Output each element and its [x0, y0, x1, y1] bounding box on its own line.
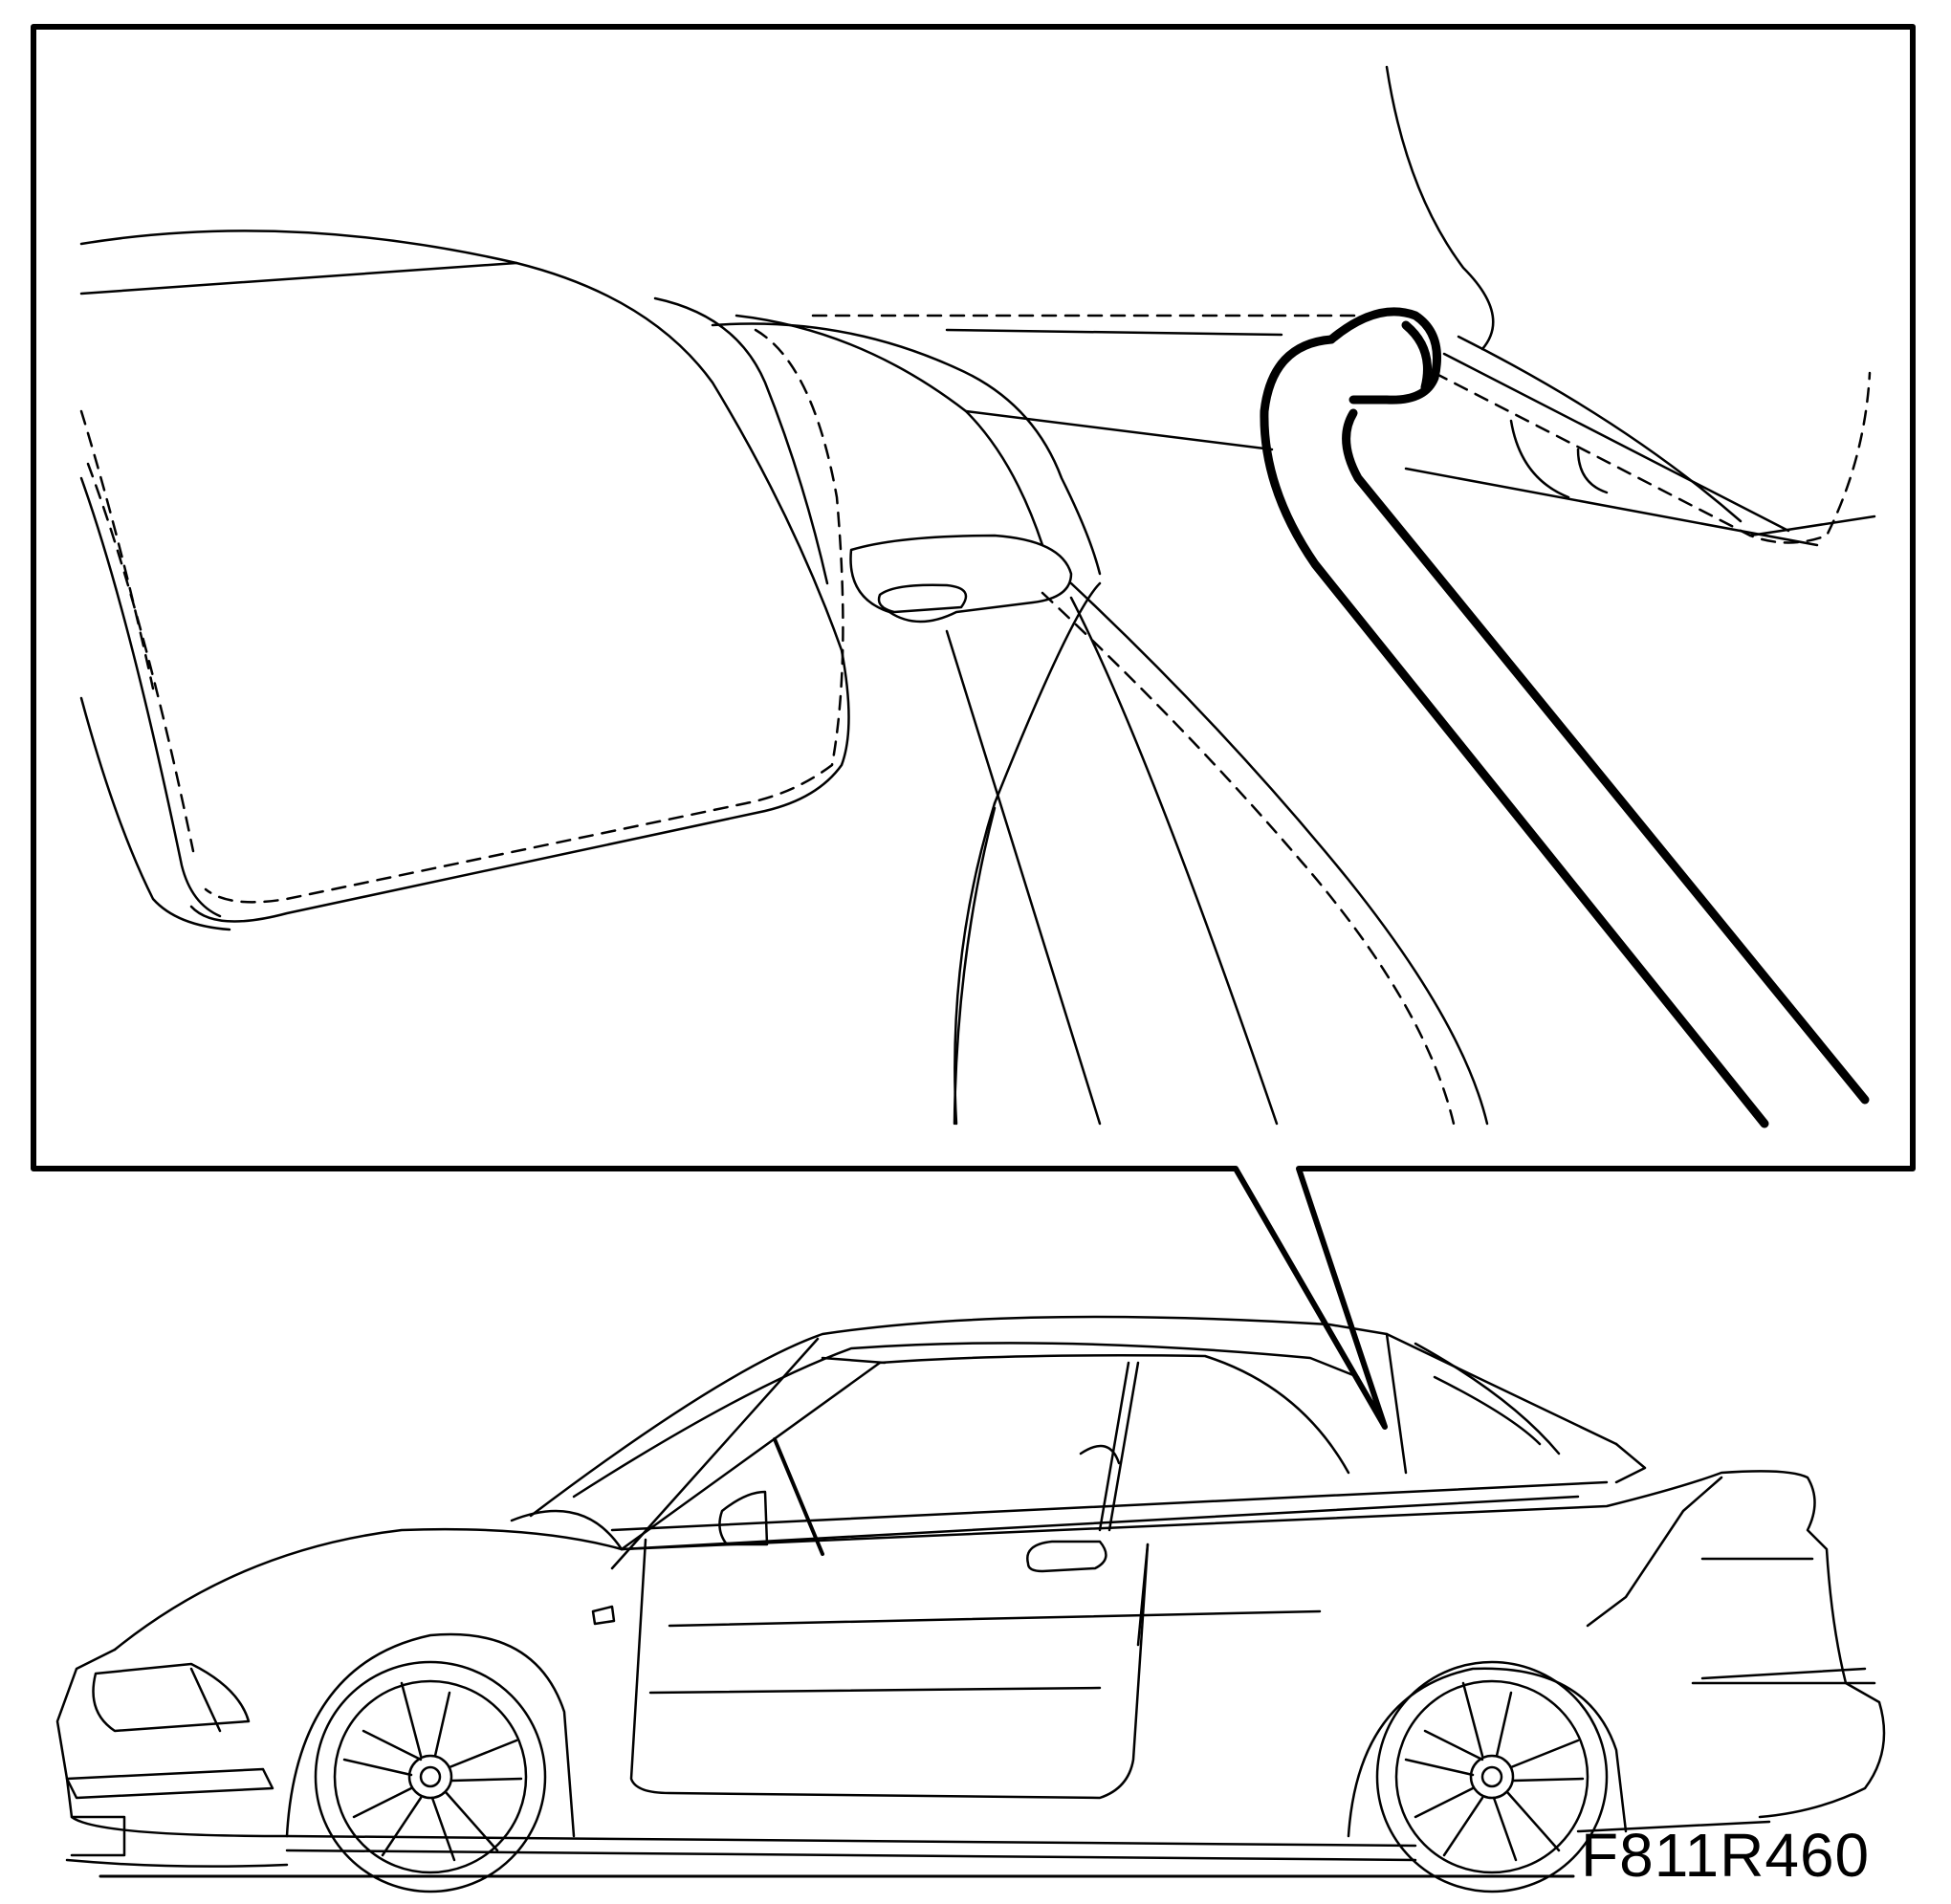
detail-callout — [31, 24, 1916, 1430]
car-side-view — [55, 1315, 1886, 1893]
front-wheel-arch — [285, 1632, 576, 1838]
rear-wheel — [1375, 1660, 1609, 1893]
top-rail — [811, 65, 1876, 547]
seat-belt-guide — [849, 534, 1073, 624]
car-roof — [529, 1315, 1618, 1518]
seat-belt-strap — [945, 596, 1279, 1126]
seat-back — [79, 230, 850, 931]
rear-wheel-arch — [1347, 1667, 1628, 1838]
door — [629, 1538, 1150, 1800]
pillar-trim — [711, 314, 1489, 1126]
callout-frame — [31, 24, 1916, 1430]
window-line — [620, 1354, 1350, 1551]
door-handle — [1026, 1540, 1107, 1573]
figure-reference-code: F811R460 — [1581, 1821, 1871, 1890]
tool — [1260, 307, 1870, 1128]
side-mirror — [718, 1490, 769, 1546]
front-wheel — [314, 1660, 547, 1893]
car-body — [113, 1527, 624, 1652]
